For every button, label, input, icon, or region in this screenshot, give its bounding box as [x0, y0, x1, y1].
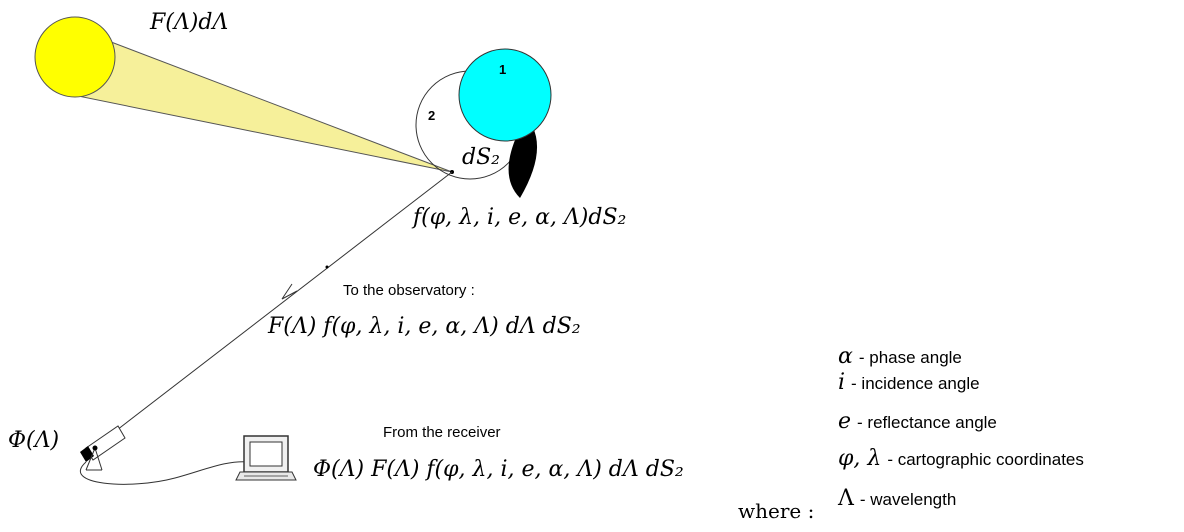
observatory-formula: F(Λ) f(φ, λ, i, e, α, Λ) dΛ dS₂	[268, 314, 581, 339]
legend-description: - incidence angle	[851, 374, 980, 393]
legend-description: - wavelength	[859, 490, 957, 509]
legend-symbol: i	[838, 370, 846, 395]
legend-item-wavelength: Λ - wavelength	[838, 486, 956, 511]
legend-symbol: Λ	[838, 486, 854, 511]
shadow-crescent	[508, 122, 538, 198]
reflected-flux-label: f(φ, λ, i, e, α, Λ)dS₂	[413, 205, 627, 230]
ray-to-observatory	[103, 171, 453, 441]
legend-item-cartographic-coordinates: φ, λ - cartographic coordinates	[838, 446, 1084, 471]
legend-description: - phase angle	[858, 348, 962, 367]
data-cable	[79, 461, 251, 485]
where-label: where :	[738, 499, 815, 523]
receiver-formula: Φ(Λ) F(Λ) f(φ, λ, i, e, α, Λ) dΛ dS₂	[313, 457, 684, 482]
from-receiver-label: From the receiver	[383, 424, 501, 441]
ray-midpoint	[325, 265, 329, 269]
ray-arrowhead	[281, 283, 298, 300]
legend-item-reflectance-angle: e - reflectance angle	[838, 409, 997, 434]
region-1-label: 1	[499, 62, 507, 77]
computer-icon	[235, 435, 297, 481]
legend-description: - cartographic coordinates	[887, 450, 1084, 469]
telescope-icon	[80, 425, 126, 471]
detector-signal-label: Φ(Λ)	[8, 428, 60, 453]
sun	[34, 16, 116, 98]
body-1	[458, 48, 552, 142]
surface-element-label: dS₂	[462, 145, 500, 170]
sun-beam	[63, 23, 453, 173]
legend-symbol: α	[838, 344, 853, 369]
sun-flux-label: F(Λ)dΛ	[150, 10, 229, 35]
legend-item-incidence-angle: i - incidence angle	[838, 370, 980, 395]
legend-symbol: φ, λ	[838, 446, 882, 471]
to-observatory-label: To the observatory :	[343, 282, 475, 299]
region-2-label: 2	[428, 108, 436, 123]
legend-item-phase-angle: α - phase angle	[838, 344, 962, 369]
legend-symbol: e	[838, 409, 852, 434]
legend-description: - reflectance angle	[857, 413, 997, 432]
